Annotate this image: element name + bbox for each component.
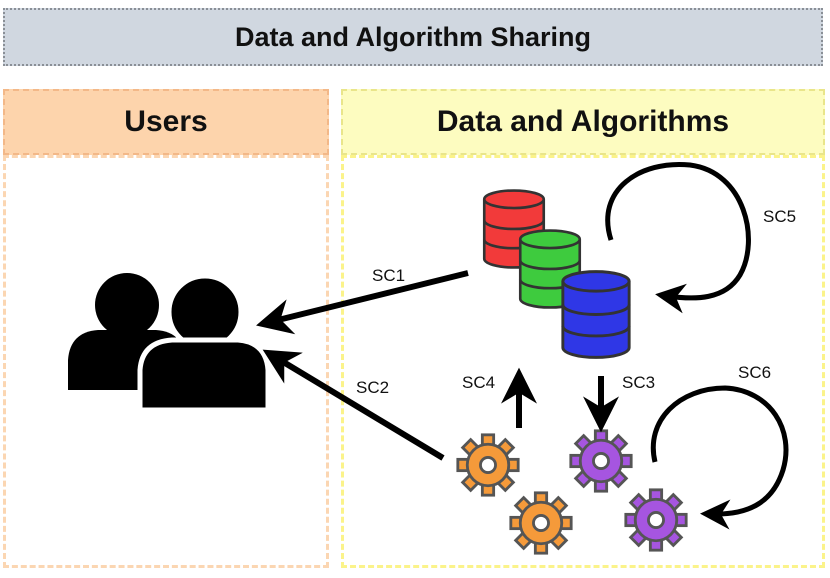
sc2-arrow <box>262 349 445 461</box>
data-algorithms-panel-header: Data and Algorithms <box>341 89 825 155</box>
sc4-label: SC4 <box>462 373 495 392</box>
gear-purple-icon <box>624 488 688 552</box>
gear-orange-icon <box>456 433 520 497</box>
sc3-label: SC3 <box>622 373 655 392</box>
diagram-title: Data and Algorithm Sharing <box>3 8 823 66</box>
database-blue-icon <box>561 270 631 359</box>
users-panel <box>3 155 329 568</box>
sc5-label: SC5 <box>763 207 796 226</box>
gear-purple-icon <box>569 429 633 493</box>
sc2-label: SC2 <box>356 378 389 397</box>
data-algorithms-panel <box>341 155 825 568</box>
sc1-label: SC1 <box>372 266 405 285</box>
users-icon <box>68 273 271 413</box>
users-panel-header: Users <box>3 89 329 155</box>
sc5-loop-arrow <box>605 161 751 314</box>
sc6-label: SC6 <box>738 363 771 382</box>
sc6-loop-arrow <box>650 385 789 530</box>
sc1-arrow <box>256 270 469 335</box>
gear-orange-icon <box>509 491 573 555</box>
